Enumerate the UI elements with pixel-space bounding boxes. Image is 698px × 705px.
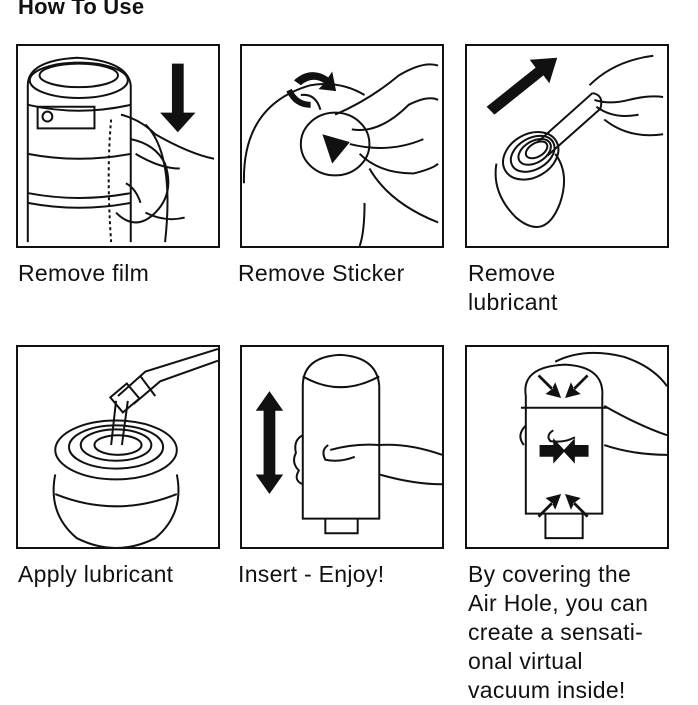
step-4-illustration: [16, 345, 220, 549]
insert-icon: [255, 347, 442, 547]
step-6-caption: By covering the Air Hole, you can create…: [468, 561, 649, 703]
apply-lubricant-icon: [18, 347, 218, 547]
step-2-caption: Remove Sticker: [238, 260, 405, 286]
film-removal-icon: [18, 46, 218, 246]
squeeze-air-hole-icon: [467, 347, 667, 547]
sticker-removal-icon: [242, 46, 442, 246]
step-3-caption: Remove lubricant: [468, 260, 558, 315]
lubricant-removal-icon: [486, 46, 667, 246]
step-5-caption: Insert - Enjoy!: [238, 561, 385, 587]
step-2-illustration: [240, 44, 444, 248]
step-1-illustration: [16, 44, 220, 248]
page-title: How To Use: [18, 0, 145, 19]
step-3-illustration: [465, 44, 669, 248]
step-1-caption: Remove film: [18, 260, 150, 286]
step-4-caption: Apply lubricant: [18, 561, 174, 587]
step-6-illustration: [465, 345, 669, 549]
step-5-illustration: [240, 345, 444, 549]
